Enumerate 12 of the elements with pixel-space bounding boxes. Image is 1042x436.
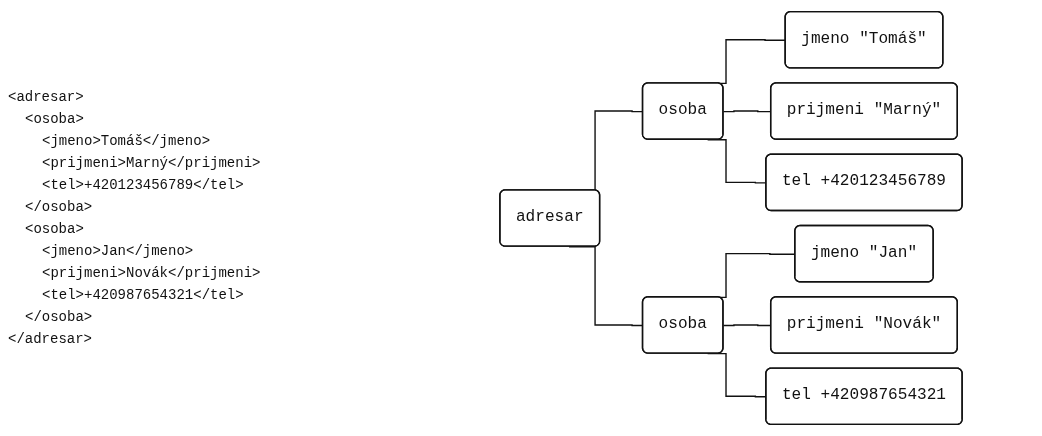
code-line: <adresar> bbox=[8, 88, 84, 107]
code-line: <jmeno>Jan</jmeno> bbox=[42, 242, 194, 261]
code-line: <prijmeni>Marný</prijmeni> bbox=[42, 154, 261, 173]
code-line: <prijmeni>Novák</prijmeni> bbox=[42, 264, 261, 283]
code-line: </adresar> bbox=[8, 330, 92, 349]
code-line: </osoba> bbox=[25, 198, 93, 217]
code-line: </osoba> bbox=[25, 308, 93, 327]
code-line: <jmeno>Tomáš</jmeno> bbox=[42, 132, 211, 151]
code-line: <osoba> bbox=[25, 220, 84, 239]
code-line: <osoba> bbox=[25, 110, 84, 129]
code-line: <tel>+420987654321</tel> bbox=[42, 286, 244, 305]
code-line: <tel>+420123456789</tel> bbox=[42, 176, 244, 195]
